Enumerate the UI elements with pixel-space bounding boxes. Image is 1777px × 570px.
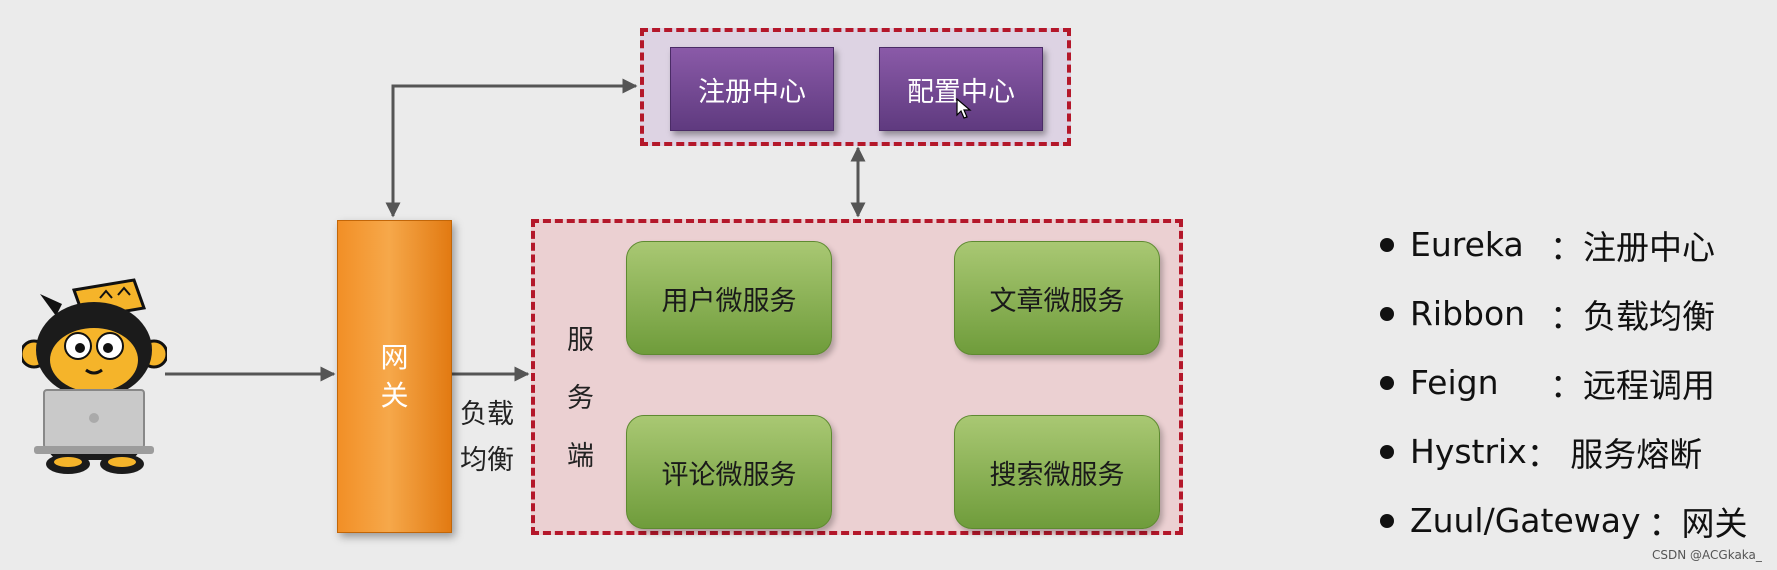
legend-name: Hystrix xyxy=(1410,432,1527,471)
bullet-icon xyxy=(1380,513,1394,528)
load-balance-label: 负载 均衡 xyxy=(460,392,514,484)
legend-item-feign: Feign ：远程调用 xyxy=(1380,348,1750,417)
comment-service-box: 评论微服务 xyxy=(626,415,832,529)
search-service-box: 搜索微服务 xyxy=(954,415,1160,529)
legend-desc: ：网关 xyxy=(1648,503,1748,543)
legend-desc: ：负载均衡 xyxy=(1550,296,1715,336)
legend-desc: ：远程调用 xyxy=(1550,365,1715,405)
service-side-label: 服 务 端 xyxy=(567,312,594,486)
article-service-box: 文章微服务 xyxy=(954,241,1160,355)
registry-center-box: 注册中心 xyxy=(670,47,834,131)
legend-item-ribbon: Ribbon ：负载均衡 xyxy=(1380,279,1750,348)
user-service-label: 用户微服务 xyxy=(661,285,797,317)
legend-name: Ribbon xyxy=(1410,294,1526,333)
mouse-cursor-icon xyxy=(956,98,972,119)
gateway-box: 网 关 xyxy=(337,220,452,533)
legend-item-eureka: Eureka ：注册中心 xyxy=(1380,210,1750,279)
gateway-registry-arrow xyxy=(385,78,638,218)
legend-item-hystrix: Hystrix ： 服务熔断 xyxy=(1380,417,1750,486)
user-service-box: 用户微服务 xyxy=(626,241,832,355)
watermark: CSDN @ACGkaka_ xyxy=(1652,548,1762,562)
service-side-char-1: 服 xyxy=(567,325,594,356)
config-center-box: 配置中心 xyxy=(879,47,1043,131)
user-mascot-icon xyxy=(22,278,167,474)
legend-name: Eureka xyxy=(1410,225,1524,264)
gateway-char-2: 关 xyxy=(380,378,409,412)
bullet-icon xyxy=(1380,375,1394,390)
legend-desc: ： 服务熔断 xyxy=(1526,434,1703,474)
legend-name: Feign xyxy=(1410,363,1499,402)
bullet-icon xyxy=(1380,444,1394,459)
comment-service-label: 评论微服务 xyxy=(661,459,797,491)
load-balance-line-1: 负载 xyxy=(460,399,514,430)
article-service-label: 文章微服务 xyxy=(989,285,1125,317)
search-service-label: 搜索微服务 xyxy=(989,459,1125,491)
service-side-char-2: 务 xyxy=(567,383,594,414)
legend-desc: ：注册中心 xyxy=(1550,227,1715,267)
bullet-icon xyxy=(1380,306,1394,321)
load-balance-line-2: 均衡 xyxy=(460,445,514,476)
bullet-icon xyxy=(1380,237,1394,252)
registry-center-label: 注册中心 xyxy=(698,76,806,108)
service-side-char-3: 端 xyxy=(567,441,594,472)
gateway-char-1: 网 xyxy=(380,340,409,374)
legend-name: Zuul/Gateway xyxy=(1410,501,1641,540)
legend-item-gateway: Zuul/Gateway ：网关 xyxy=(1380,486,1750,555)
component-legend: Eureka ：注册中心 Ribbon ：负载均衡 Feign ：远程调用 Hy… xyxy=(1380,210,1750,555)
